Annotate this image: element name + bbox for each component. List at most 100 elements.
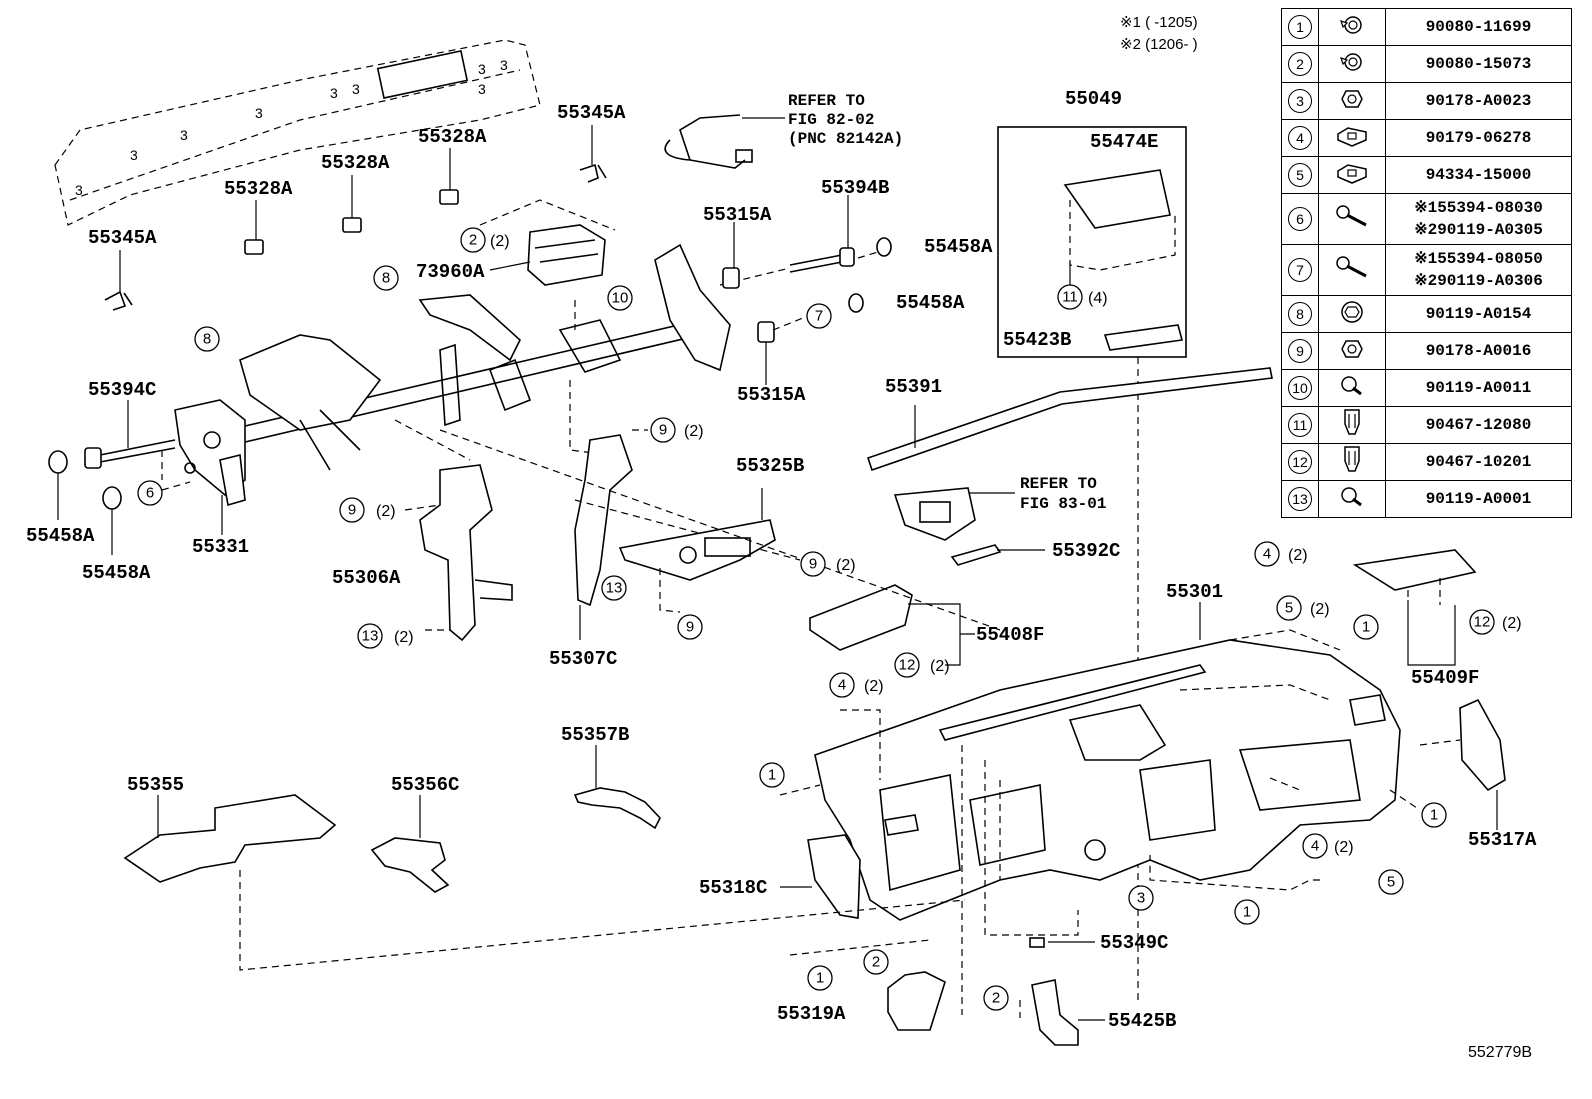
label-55318C: 55318C [699, 877, 767, 899]
clip-nut-icon [1334, 124, 1370, 153]
svg-text:2: 2 [992, 990, 1000, 1007]
svg-text:9: 9 [348, 502, 356, 519]
bracket-55325B [618, 488, 776, 613]
fastener-part-number: 90467-12080 [1425, 416, 1532, 434]
svg-text:11: 11 [1062, 289, 1078, 306]
collar-55315A-a [722, 222, 740, 289]
fastener-part-number: 90080-15073 [1425, 55, 1532, 73]
brace-55306A [394, 419, 513, 642]
instrument-panel-55301 [779, 602, 1421, 921]
callout-1-a: 1 [1353, 614, 1379, 640]
fastener-index: 13 [1288, 487, 1312, 511]
clip-nut-icon [1334, 161, 1370, 190]
fastener-part-number-alt: ※290119-A0306 [1414, 272, 1543, 290]
clip-icon [1339, 408, 1365, 443]
label-55345A-top: 55345A [557, 102, 626, 124]
qty-2-h: (2) [1288, 547, 1308, 564]
fastener-part-number: 90119-A0154 [1425, 305, 1532, 323]
fastener-part-number-cell: 90179-06278 [1385, 119, 1572, 157]
refer-to-fig-83-01: REFER TO FIG 83-01 [1020, 475, 1106, 513]
svg-text:3: 3 [75, 182, 83, 198]
qty-2-k: (2) [1310, 601, 1330, 618]
fastener-row: 6※155394-08030※290119-A0305 [1281, 193, 1572, 245]
defroster-garnish-55391 [866, 367, 1273, 472]
fastener-part-number: 90178-A0016 [1425, 342, 1532, 360]
fastener-part-number: ※155394-08050 [1414, 250, 1543, 268]
fastener-index: 3 [1288, 89, 1312, 113]
label-55349C: 55349C [1100, 932, 1168, 954]
fastener-row: 2 90080-15073 [1281, 45, 1572, 83]
svg-text:13: 13 [362, 628, 379, 645]
callout-3: 3 [1128, 885, 1154, 911]
label-55423B: 55423B [1003, 329, 1071, 351]
fastener-index-cell: 10 [1281, 369, 1319, 407]
bolt-icon [1337, 485, 1367, 514]
fastener-index: 4 [1288, 126, 1312, 150]
svg-text:7: 7 [815, 308, 823, 325]
fastener-part-number: 90080-11699 [1425, 18, 1532, 36]
callout-11: 11 [1057, 284, 1083, 310]
fastener-part-number-cell: 90467-10201 [1385, 443, 1572, 481]
fastener-part-number-cell: 90080-11699 [1385, 8, 1572, 46]
bezel-55392C [950, 544, 1045, 566]
svg-text:2: 2 [872, 954, 880, 971]
svg-text:3: 3 [180, 127, 188, 143]
label-55306A: 55306A [332, 567, 401, 589]
callout-1-b: 1 [759, 762, 785, 788]
fastener-icon-cell [1318, 443, 1386, 481]
fastener-icon-cell [1318, 244, 1386, 296]
fastener-index-cell: 7 [1281, 244, 1319, 296]
fastener-index: 9 [1288, 339, 1312, 363]
lid-55409F [1352, 549, 1477, 666]
fastener-index-cell: 6 [1281, 193, 1319, 245]
label-55357B: 55357B [561, 724, 629, 746]
alignment-line-bottom [239, 870, 966, 971]
svg-text:9: 9 [659, 422, 667, 439]
callout-10: 10 [607, 285, 633, 311]
callout-9-a: 9 [339, 497, 365, 523]
brace-55425B [984, 760, 1105, 1046]
nut-icon [1340, 87, 1364, 116]
label-55474E: 55474E [1090, 131, 1158, 153]
callout-5-a: 5 [1276, 595, 1302, 621]
label-55408F: 55408F [976, 624, 1044, 646]
svg-text:8: 8 [203, 331, 211, 348]
fastener-icon-cell [1318, 332, 1386, 370]
callout-12-b: 12 [1469, 609, 1495, 635]
svg-text:12: 12 [1474, 614, 1491, 631]
label-55425B: 55425B [1108, 1010, 1176, 1032]
label-55345A-left: 55345A [88, 227, 157, 249]
label-55409F: 55409F [1411, 667, 1479, 689]
fastener-part-number-alt: ※290119-A0305 [1414, 221, 1543, 239]
clip-55349C [1029, 937, 1045, 948]
svg-text:3: 3 [255, 105, 263, 121]
long-bolt-icon [1334, 204, 1370, 234]
svg-text:1: 1 [1362, 619, 1370, 636]
qty-2-e: (2) [394, 629, 414, 646]
label-55458A-d: 55458A [82, 562, 151, 584]
callout-4-a: 4 [1254, 541, 1280, 567]
bracket-55319A [789, 745, 963, 1031]
callout-5-b: 5 [1378, 869, 1404, 895]
callout-13-b: 13 [601, 575, 627, 601]
svg-text:1: 1 [1430, 807, 1438, 824]
callout-2-b: 2 [863, 949, 889, 975]
fastener-icon-cell [1318, 45, 1386, 83]
callout-2-c: 2 [983, 985, 1009, 1011]
label-55355: 55355 [127, 774, 184, 796]
fastener-index: 2 [1288, 52, 1312, 76]
lid-55408F [809, 584, 975, 666]
bolt-55394C [48, 400, 191, 555]
brace-55307C [574, 429, 801, 640]
svg-text:FIG 83-01: FIG 83-01 [1020, 495, 1106, 513]
fastener-part-number-cell: 90119-A0154 [1385, 295, 1572, 333]
fastener-part-number: 90179-06278 [1425, 129, 1532, 147]
callout-6: 6 [137, 480, 163, 506]
fastener-index: 10 [1288, 376, 1312, 400]
fastener-index: 7 [1288, 258, 1312, 282]
label-55391: 55391 [885, 376, 942, 398]
label-55328A-c: 55328A [418, 126, 487, 148]
